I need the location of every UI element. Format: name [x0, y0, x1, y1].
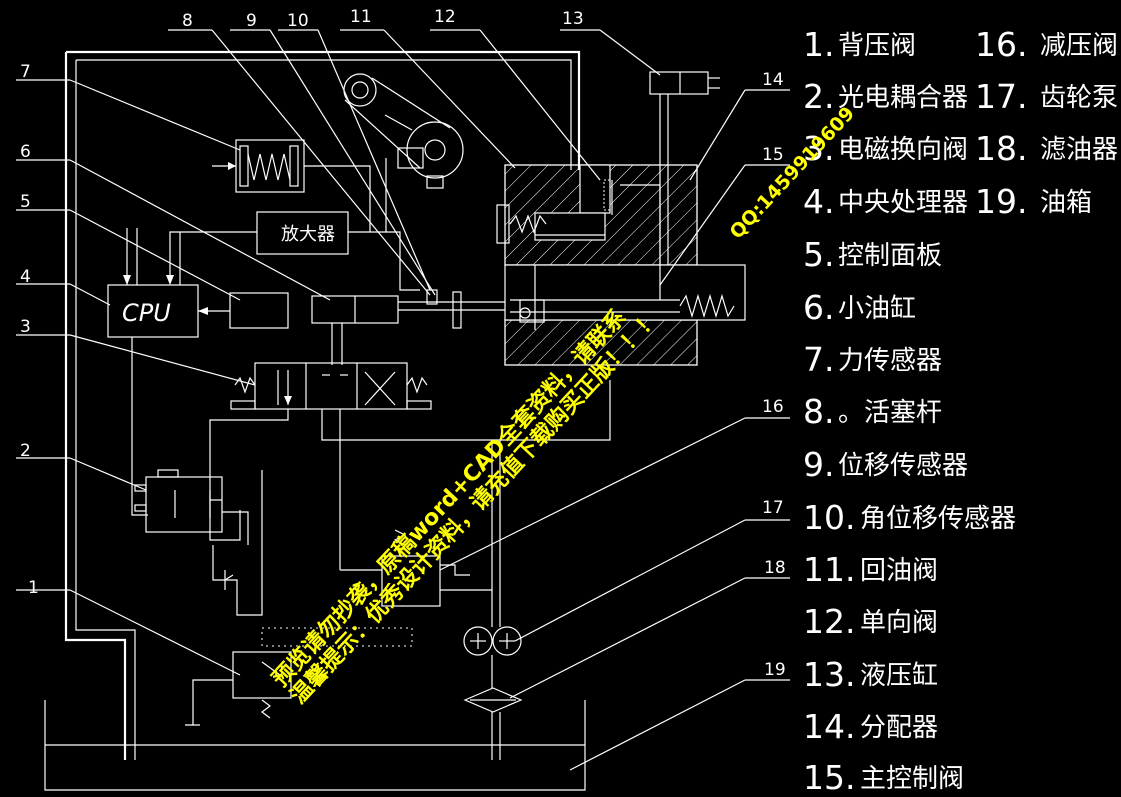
legend-num-8: 8.: [803, 392, 835, 431]
legend-label-5: 控制面板: [838, 241, 942, 271]
cpu-label: CPU: [122, 299, 171, 327]
legend-num-14: 14.: [803, 707, 855, 746]
legend-num-19: 19.: [975, 182, 1027, 221]
legend-num-16: 16.: [975, 25, 1027, 64]
callout-15: 15: [762, 145, 784, 165]
legend-num-7: 7.: [803, 340, 835, 379]
control-panel: [198, 292, 289, 329]
legend-label-1: 背压阀: [838, 31, 916, 61]
callout-10: 10: [287, 11, 309, 31]
frame-lines: [64, 50, 581, 760]
legend-label-3: 电磁换向阀: [838, 135, 968, 165]
legend-column-1: 1. 背压阀 2. 光电耦合器 3. 电磁换向阀 4. 中央处理器 5. 控制面…: [803, 25, 1016, 797]
legend-label-10: 角位移传感器: [860, 504, 1016, 534]
photo-coupler: [134, 469, 263, 616]
callout-16: 16: [762, 397, 784, 417]
legend-num-18: 18.: [975, 129, 1027, 168]
callout-9: 9: [246, 11, 257, 31]
watermark-qq: QQ:1459919609: [726, 103, 859, 244]
legend-num-1: 1.: [803, 25, 835, 64]
legend-label-16: 减压阀: [1040, 31, 1118, 61]
callout-13: 13: [562, 9, 584, 29]
legend-num-5: 5.: [803, 235, 835, 274]
legend-label-14: 分配器: [860, 713, 938, 743]
legend-label-2: 光电耦合器: [838, 83, 968, 113]
rocker-arm: [343, 73, 464, 232]
callout-2: 2: [20, 441, 31, 461]
force-sensor: [212, 139, 371, 232]
legend-num-9: 9.: [803, 445, 835, 484]
legend-label-12: 单向阀: [860, 608, 938, 638]
callout-11: 11: [350, 7, 372, 27]
legend-label-7: 力传感器: [838, 346, 942, 376]
callout-18: 18: [764, 558, 786, 578]
solenoid-valve: [209, 362, 611, 570]
callout-3: 3: [20, 317, 31, 337]
callout-5: 5: [20, 192, 31, 212]
legend-label-11: 回油阀: [860, 556, 938, 586]
oil-tank: [44, 700, 586, 791]
callout-8: 8: [182, 11, 193, 31]
legend-label-9: 位移传感器: [838, 451, 968, 481]
legend-num-17: 17.: [975, 77, 1027, 116]
callout-12: 12: [434, 7, 456, 27]
legend-label-15: 主控制阀: [860, 764, 964, 793]
amplifier-label: 放大器: [281, 224, 335, 245]
legend-num-6: 6.: [803, 288, 835, 327]
callout-14: 14: [762, 70, 784, 90]
legend-label-6: 小油缸: [838, 294, 916, 324]
callout-7: 7: [20, 62, 31, 82]
hydraulic-cylinder: [649, 71, 720, 265]
legend-num-11: 11.: [803, 550, 855, 589]
legend-label-19: 油箱: [1040, 188, 1092, 218]
legend-label-13: 液压缸: [860, 661, 938, 691]
gear-pump: [463, 440, 522, 656]
oil-filter: [463, 655, 523, 760]
reducing-valve: [340, 529, 492, 607]
legend-num-12: 12.: [803, 602, 855, 641]
leader-lines: [16, 29, 790, 771]
back-pressure-valve: [185, 627, 413, 726]
callout-19: 19: [764, 660, 786, 680]
legend-num-13: 13.: [803, 655, 855, 694]
small-cylinder: [311, 289, 505, 365]
legend-label-4: 中央处理器: [838, 188, 968, 218]
distributor-body: [496, 164, 746, 366]
callout-6: 6: [20, 142, 31, 162]
callout-17: 17: [762, 498, 784, 518]
legend-num-15: 15.: [803, 758, 855, 793]
callout-1: 1: [28, 578, 39, 598]
legend-label-18: 滤油器: [1040, 135, 1118, 165]
legend-column-2: 16. 减压阀 17. 齿轮泵 18. 滤油器 19. 油箱: [975, 25, 1118, 221]
legend-label-8: 。活塞杆: [838, 398, 942, 428]
legend-num-10: 10.: [803, 498, 855, 537]
legend-label-17: 齿轮泵: [1040, 83, 1118, 113]
legend-num-2: 2.: [803, 77, 835, 116]
amplifier: 放大器: [169, 211, 420, 291]
callout-4: 4: [20, 267, 31, 287]
legend-num-4: 4.: [803, 182, 835, 221]
legend-num-3: 3.: [803, 129, 835, 168]
callout-numbers: 1 2 3 4 5 6 7 8 9 10 11 12 13 14 15 16 1…: [20, 7, 786, 680]
